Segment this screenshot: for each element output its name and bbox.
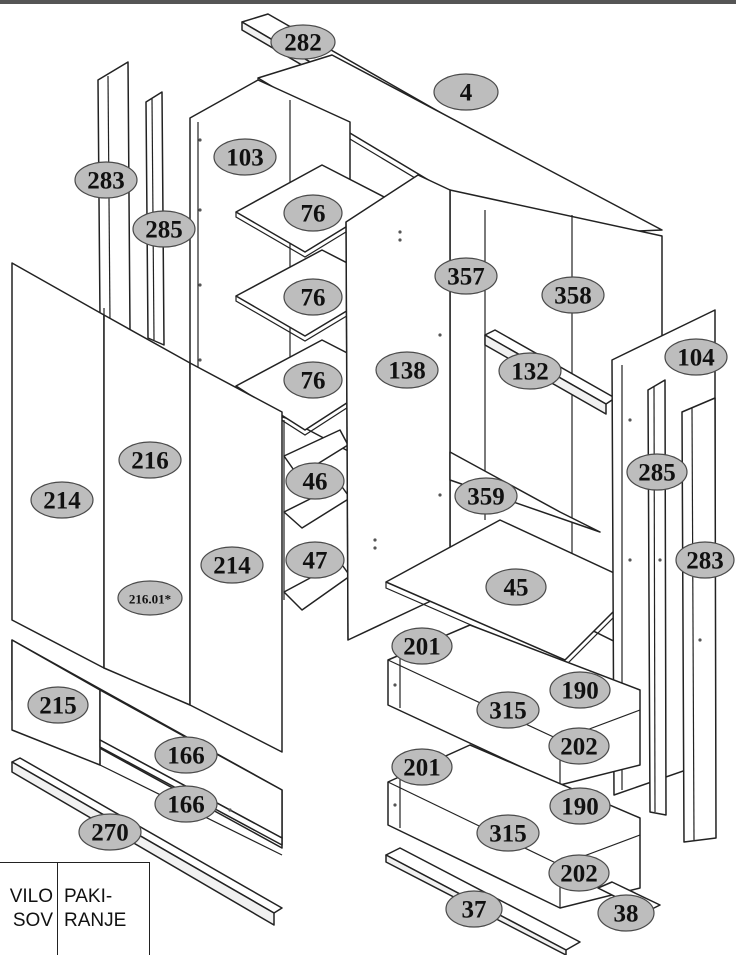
label-282: 282 bbox=[270, 24, 336, 60]
part-138-middle-divider bbox=[345, 174, 451, 641]
legend-right-cell: PAKI- RANJE bbox=[58, 863, 149, 955]
legend-table: VILO SOV PAKI- RANJE bbox=[0, 862, 150, 955]
label-190-lower: 190 bbox=[549, 787, 611, 825]
legend-right-line-1: PAKI- bbox=[64, 886, 113, 907]
label-358-text: 358 bbox=[554, 283, 592, 310]
label-216: 216 bbox=[118, 441, 182, 479]
label-37-text: 37 bbox=[462, 897, 487, 924]
label-103-text: 103 bbox=[226, 145, 264, 172]
label-315-upper-text: 315 bbox=[489, 698, 527, 725]
legend-left-line-1: VILO bbox=[9, 886, 53, 907]
label-285-left-text: 285 bbox=[145, 217, 183, 244]
label-283-right: 283 bbox=[675, 541, 735, 579]
label-47: 47 bbox=[285, 541, 345, 579]
label-166-lower-text: 166 bbox=[167, 792, 205, 819]
label-190-upper: 190 bbox=[549, 671, 611, 709]
label-214-left: 214 bbox=[30, 481, 94, 519]
label-76-bottom: 76 bbox=[283, 361, 343, 399]
label-202-upper-text: 202 bbox=[560, 734, 598, 761]
legend-left-line-2: SOV bbox=[12, 910, 53, 931]
legend-left-cell: VILO SOV bbox=[0, 863, 58, 955]
label-315-upper: 315 bbox=[476, 691, 540, 729]
label-201-upper-text: 201 bbox=[403, 634, 441, 661]
label-201-lower: 201 bbox=[391, 748, 453, 786]
label-76-middle-text: 76 bbox=[301, 285, 326, 312]
label-359-text: 359 bbox=[467, 484, 505, 511]
label-138-text: 138 bbox=[388, 358, 426, 385]
label-201-lower-text: 201 bbox=[403, 755, 441, 782]
label-201-upper: 201 bbox=[391, 627, 453, 665]
label-103: 103 bbox=[213, 138, 277, 176]
label-315-lower: 315 bbox=[476, 814, 540, 852]
label-216-01: 216.01* bbox=[117, 580, 183, 616]
label-76-top: 76 bbox=[283, 194, 343, 232]
label-166-upper-text: 166 bbox=[167, 743, 205, 770]
label-214-right-text: 214 bbox=[213, 553, 251, 580]
label-132: 132 bbox=[498, 352, 562, 390]
label-38: 38 bbox=[597, 894, 655, 932]
label-285-left: 285 bbox=[132, 210, 196, 248]
label-190-upper-text: 190 bbox=[561, 678, 599, 705]
label-283-left: 283 bbox=[74, 161, 138, 199]
label-216-text: 216 bbox=[131, 448, 169, 475]
label-104-text: 104 bbox=[677, 345, 715, 372]
top-border-line bbox=[0, 0, 736, 4]
label-45-text: 45 bbox=[504, 575, 529, 602]
label-202-lower-text: 202 bbox=[560, 861, 598, 888]
label-166-upper: 166 bbox=[154, 736, 218, 774]
label-270-text: 270 bbox=[91, 820, 129, 847]
label-104: 104 bbox=[664, 338, 728, 376]
label-357: 357 bbox=[434, 257, 498, 295]
label-47-text: 47 bbox=[303, 548, 328, 575]
part-359-shelf bbox=[449, 451, 601, 533]
label-214-left-text: 214 bbox=[43, 488, 81, 515]
part-46-47-small-shelves bbox=[283, 420, 351, 611]
label-283-right-text: 283 bbox=[686, 548, 724, 575]
label-216-01-text: 216.01* bbox=[129, 592, 171, 607]
label-214-right: 214 bbox=[200, 546, 264, 584]
label-215: 215 bbox=[27, 686, 89, 724]
label-285-right-text: 285 bbox=[638, 460, 676, 487]
part-270-plinth bbox=[11, 757, 283, 926]
label-76-middle: 76 bbox=[283, 278, 343, 316]
label-358: 358 bbox=[541, 276, 605, 314]
label-46: 46 bbox=[285, 462, 345, 500]
label-76-top-text: 76 bbox=[301, 201, 326, 228]
label-76-bottom-text: 76 bbox=[301, 368, 326, 395]
label-282-text: 282 bbox=[284, 30, 322, 57]
label-138: 138 bbox=[375, 351, 439, 389]
label-202-upper: 202 bbox=[548, 727, 610, 765]
label-270: 270 bbox=[78, 813, 142, 851]
label-38-text: 38 bbox=[614, 901, 639, 928]
part-283-285-left-strips bbox=[97, 61, 165, 346]
label-359: 359 bbox=[454, 477, 518, 515]
label-285-right: 285 bbox=[626, 453, 688, 491]
label-357-text: 357 bbox=[447, 264, 485, 291]
label-4-text: 4 bbox=[460, 80, 473, 107]
legend-right-line-2: RANJE bbox=[64, 910, 127, 931]
label-215-text: 215 bbox=[39, 693, 77, 720]
label-283-left-text: 283 bbox=[87, 168, 125, 195]
label-190-lower-text: 190 bbox=[561, 794, 599, 821]
label-315-lower-text: 315 bbox=[489, 821, 527, 848]
label-45: 45 bbox=[485, 568, 547, 606]
label-132-text: 132 bbox=[511, 359, 549, 386]
label-166-lower: 166 bbox=[154, 785, 218, 823]
label-4: 4 bbox=[433, 73, 499, 111]
label-46-text: 46 bbox=[303, 469, 328, 496]
label-202-lower: 202 bbox=[548, 854, 610, 892]
label-37: 37 bbox=[445, 890, 503, 928]
